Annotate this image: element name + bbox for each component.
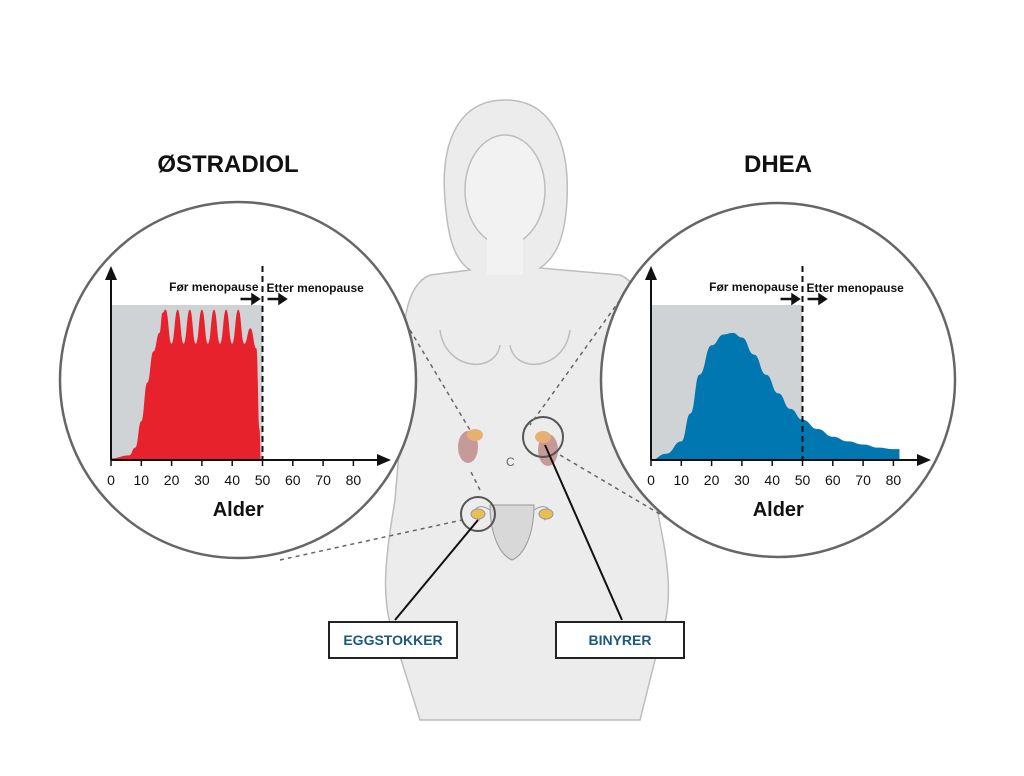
x-tick-label: 40	[224, 472, 240, 488]
adrenal-kidney-left	[458, 429, 483, 463]
label-connectors	[394, 444, 623, 621]
arrow-right-icon	[807, 292, 828, 306]
x-tick-label: 80	[346, 472, 362, 488]
x-axis-label: Alder	[213, 499, 264, 521]
ovaries-label: EGGSTOKKER	[328, 621, 458, 659]
x-axis-arrow	[377, 454, 391, 466]
chart-title: DHEA	[744, 151, 812, 178]
x-tick-label: 60	[825, 472, 841, 488]
phase-label-before: Før menopause	[169, 280, 259, 294]
phase-label-after: Etter menopause	[267, 281, 365, 295]
data-area	[651, 332, 900, 460]
arrow-right-icon	[780, 292, 801, 306]
x-tick-label: 30	[734, 472, 750, 488]
x-tick-label: 60	[285, 472, 301, 488]
chart-title: ØSTRADIOL	[157, 151, 298, 178]
x-tick-label: 0	[647, 472, 655, 488]
x-tick-label: 50	[795, 472, 811, 488]
phase-label-after: Etter menopause	[807, 281, 905, 295]
x-tick-label: 10	[674, 472, 690, 488]
phase-label-before: Før menopause	[709, 280, 799, 294]
x-tick-label: 70	[855, 472, 871, 488]
y-axis-arrow	[105, 266, 117, 280]
x-axis-arrow	[917, 454, 931, 466]
uterus-ovaries	[460, 496, 554, 561]
leader-lines	[279, 299, 671, 561]
x-tick-label: 20	[704, 472, 720, 488]
arrow-right-icon	[240, 292, 261, 306]
x-tick-label: 40	[764, 472, 780, 488]
x-tick-label: 50	[255, 472, 271, 488]
x-tick-label: 10	[134, 472, 150, 488]
adrenals-label: BINYRER	[555, 621, 685, 659]
x-tick-label: 30	[194, 472, 210, 488]
data-area	[111, 309, 261, 460]
y-axis-arrow	[645, 266, 657, 280]
arrow-right-icon	[267, 292, 288, 306]
x-tick-label: 70	[315, 472, 331, 488]
x-tick-label: 20	[164, 472, 180, 488]
x-tick-label: 80	[886, 472, 902, 488]
x-axis-label: Alder	[753, 499, 804, 521]
uterus-mark: C	[506, 455, 515, 469]
x-tick-label: 0	[107, 472, 115, 488]
